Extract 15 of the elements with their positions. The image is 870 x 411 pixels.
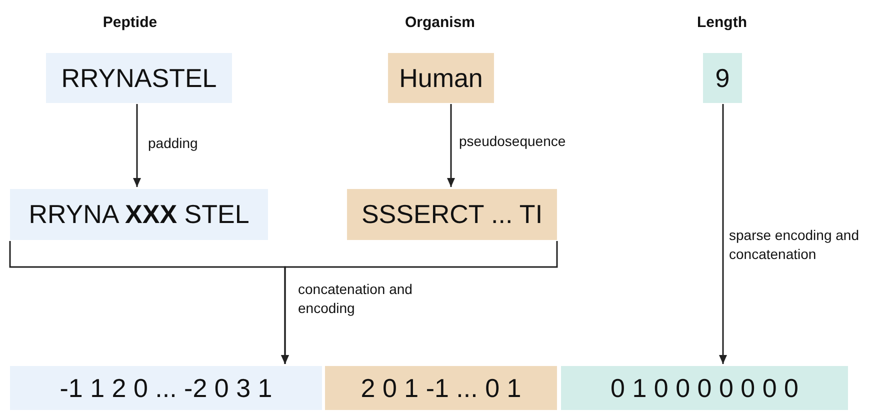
sequence-box: SSSERCT ... TI [347,189,557,240]
column-heading: Peptide [102,14,158,31]
encoded-vector-box: -1 1 2 0 ... -2 0 3 1 [10,366,322,410]
encoded-vector-box: 0 1 0 0 0 0 0 0 0 [561,366,848,410]
column-heading: Organism [404,14,476,31]
encoded-vector-box: 2 0 1 -1 ... 0 1 [325,366,557,410]
sequence-box: RRYNA XXX STEL [10,189,268,240]
sequence-box: Human [388,53,494,103]
bracket-arrow [281,241,558,364]
arrow [447,104,455,187]
arrow [133,104,141,187]
sequence-box: RRYNASTEL [46,53,232,103]
column-heading: Length [697,14,747,31]
sequence-box: 9 [703,53,742,103]
arrow [719,104,727,364]
